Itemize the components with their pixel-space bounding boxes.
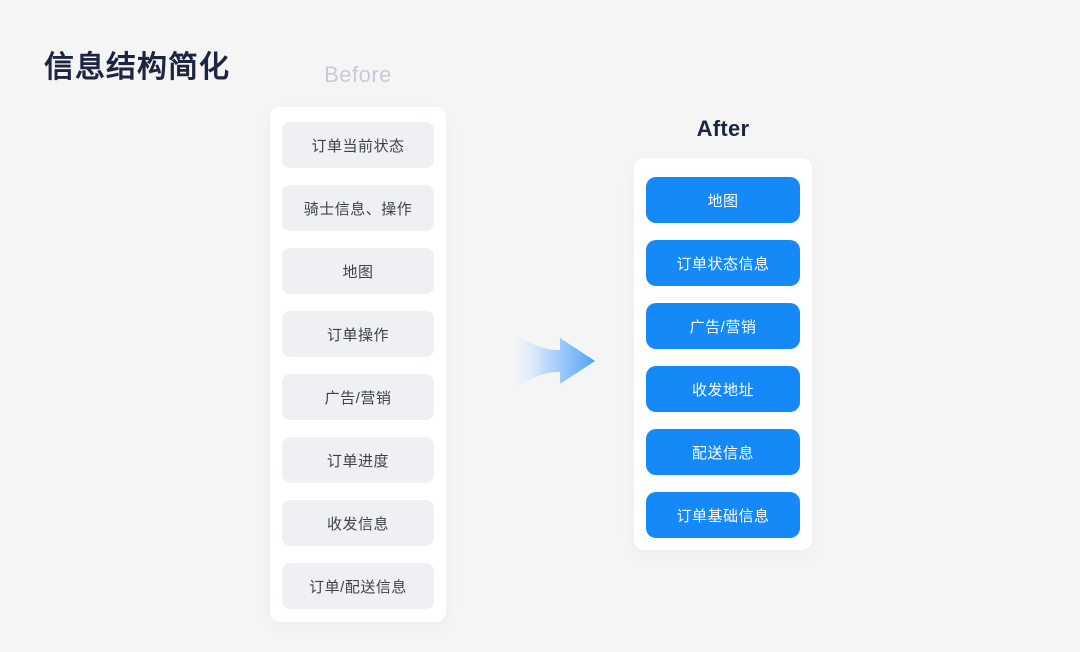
after-column-card: 地图 订单状态信息 广告/营销 收发地址 配送信息 订单基础信息 bbox=[634, 158, 812, 550]
before-item-order-current-status: 订单当前状态 bbox=[282, 122, 434, 168]
before-item-pickup-delivery-info: 收发信息 bbox=[282, 500, 434, 546]
after-item-order-basic-info: 订单基础信息 bbox=[646, 492, 800, 538]
before-column-card: 订单当前状态 骑士信息、操作 地图 订单操作 广告/营销 订单进度 收发信息 订… bbox=[270, 107, 446, 622]
before-item-rider-info-actions: 骑士信息、操作 bbox=[282, 185, 434, 231]
before-item-order-progress: 订单进度 bbox=[282, 437, 434, 483]
right-arrow-icon bbox=[498, 320, 598, 402]
before-item-order-delivery-info: 订单/配送信息 bbox=[282, 563, 434, 609]
before-column-label: Before bbox=[324, 62, 392, 87]
after-item-order-status-info: 订单状态信息 bbox=[646, 240, 800, 286]
after-item-delivery-info: 配送信息 bbox=[646, 429, 800, 475]
before-item-ads-marketing: 广告/营销 bbox=[282, 374, 434, 420]
before-item-map: 地图 bbox=[282, 248, 434, 294]
after-item-pickup-delivery-address: 收发地址 bbox=[646, 366, 800, 412]
after-column-label: After bbox=[696, 116, 750, 141]
after-item-map: 地图 bbox=[646, 177, 800, 223]
before-item-order-actions: 订单操作 bbox=[282, 311, 434, 357]
page-title: 信息结构简化 bbox=[44, 51, 230, 84]
after-item-ads-marketing: 广告/营销 bbox=[646, 303, 800, 349]
